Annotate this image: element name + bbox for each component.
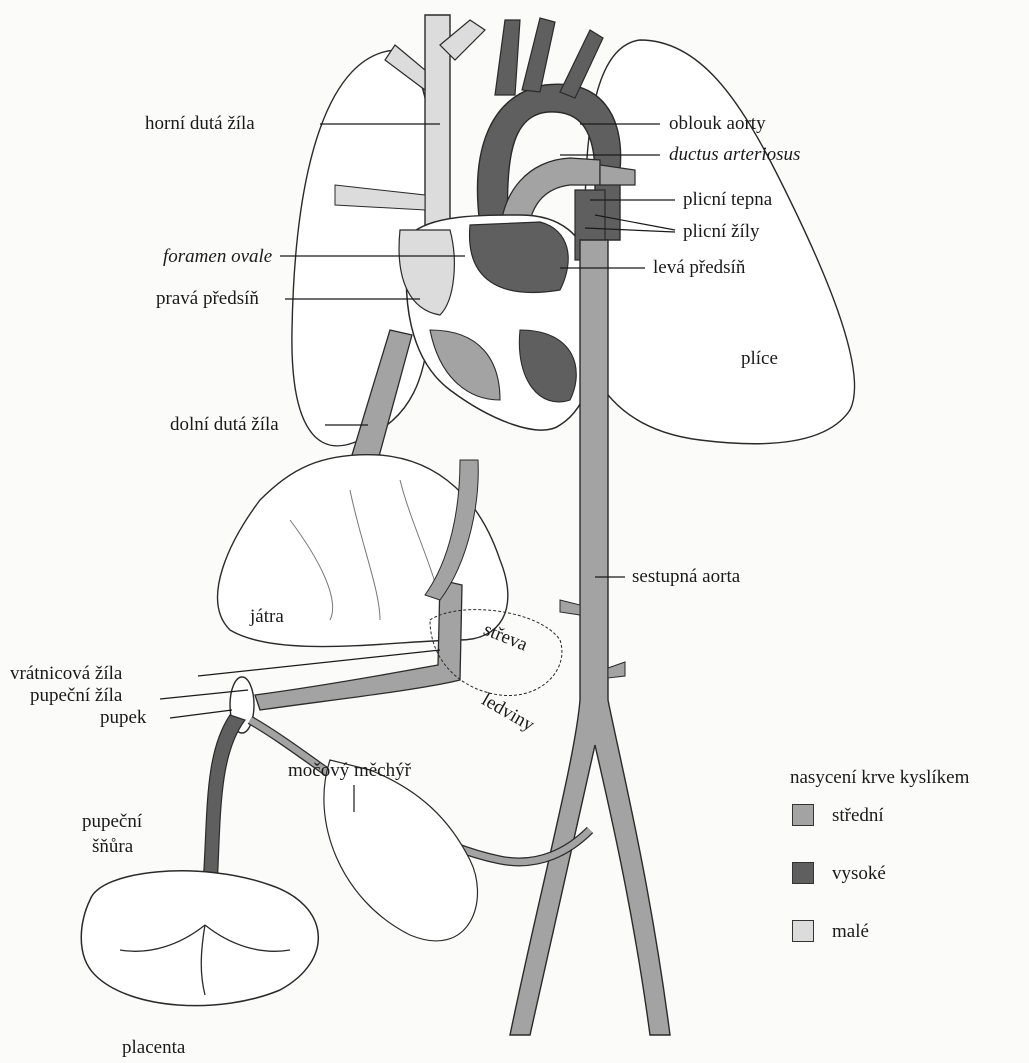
legend-label-high: vysoké [832, 864, 886, 883]
label-left-atrium: levá předsíň [653, 258, 745, 277]
label-ductus-arteriosus: ductus arteriosus [669, 145, 800, 164]
label-umbilicus: pupek [100, 708, 146, 727]
label-superior-vena-cava: horní dutá žíla [145, 114, 255, 133]
label-umbilical-vein: pupeční žíla [30, 686, 122, 705]
label-pulmonary-veins: plicní žíly [683, 222, 760, 241]
bladder [324, 760, 478, 941]
legend-swatch-high [792, 862, 814, 884]
label-lungs: plíce [741, 349, 778, 368]
label-pulmonary-artery: plicní tepna [683, 190, 772, 209]
legend-label-medium: střední [832, 806, 884, 825]
legend-label-low: malé [832, 922, 869, 941]
label-right-atrium: pravá předsíň [156, 289, 259, 308]
label-liver: játra [250, 607, 284, 626]
label-foramen-ovale: foramen ovale [163, 247, 272, 266]
label-umbilical-cord-line2: šňůra [92, 837, 133, 856]
label-inferior-vena-cava: dolní dutá žíla [170, 415, 279, 434]
label-umbilical-cord-line1: pupeční [82, 812, 142, 831]
placenta [81, 871, 318, 1006]
legend-swatch-medium [792, 804, 814, 826]
label-aortic-arch: oblouk aorty [669, 114, 766, 133]
label-portal-vein: vrátnicová žíla [10, 664, 122, 683]
legend-swatch-low [792, 920, 814, 942]
label-bladder: močový měchýř [288, 761, 411, 780]
label-descending-aorta: sestupná aorta [632, 567, 740, 586]
label-placenta: placenta [122, 1038, 185, 1057]
legend-title: nasycení krve kyslíkem [790, 768, 969, 787]
